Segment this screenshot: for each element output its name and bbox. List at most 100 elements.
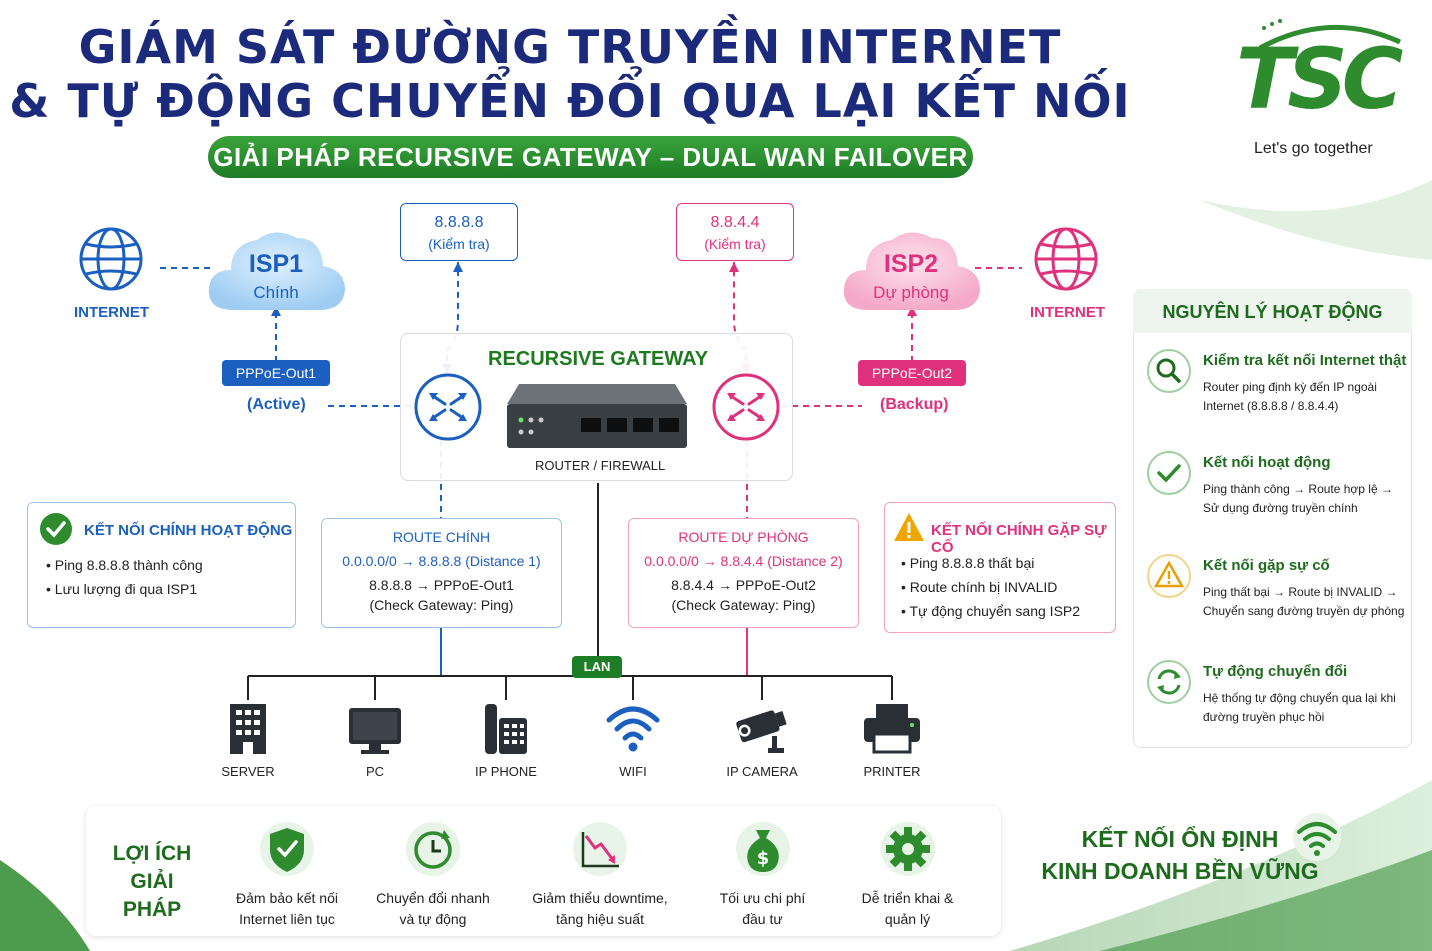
gear-icon [880, 822, 935, 876]
benefit-item: $ Tối ưu chi phí đầu tư [700, 820, 825, 930]
principle-item-desc: Router ping định kỳ đến IP ngoài Interne… [1203, 380, 1377, 413]
principle-item-title: Kết nối hoạt động [1203, 454, 1331, 471]
device-pc: PC [315, 700, 435, 779]
clock-arrow-icon [406, 822, 460, 876]
principle-item-title: Kiểm tra kết nối Internet thật [1203, 352, 1407, 369]
card-ok-title: KẾT NỐI CHÍNH HOẠT ĐỘNG [84, 522, 293, 539]
isp1-role: Chính [253, 283, 299, 302]
pppoe-out1-badge: PPPoE-Out1 [222, 360, 330, 386]
principle-item-title: Kết nối gặp sự cố [1203, 557, 1330, 574]
benefit-item: Chuyển đổi nhanh và tự động [368, 820, 498, 930]
slogan-line2: KINH DOANH BỀN VỮNG [1041, 858, 1319, 884]
route-main-line3: (Check Gateway: Ping) [369, 597, 514, 613]
check-ip-box-isp1: 8.8.8.8 (Kiểm tra) [400, 203, 518, 261]
isp2-name: ISP2 [883, 250, 939, 278]
benefits-title: LỢI ÍCH GIẢI PHÁP [100, 840, 204, 924]
gateway-device-label: ROUTER / FIREWALL [535, 458, 666, 473]
benefit-text: đầu tư [742, 911, 783, 927]
benefit-text: Chuyển đổi nhanh [376, 890, 490, 906]
money-bag-icon: $ [735, 822, 790, 876]
router-pink-icon [712, 373, 780, 441]
gateway-title: RECURSIVE GATEWAY [488, 348, 709, 370]
card-fail-item: Tự động chuyển sang ISP2 [901, 603, 1080, 619]
card-fail-item: Route chính bị INVALID [901, 579, 1080, 595]
card-ok-item: Lưu lượng đi qua ISP1 [46, 581, 203, 597]
device-ip-camera: IP CAMERA [702, 700, 822, 779]
card-connection-ok: KẾT NỐI CHÍNH HOẠT ĐỘNG Ping 8.8.8.8 thà… [27, 502, 296, 628]
check-ip-isp1: 8.8.8.8 [434, 214, 484, 231]
principle-item-title: Tự động chuyển đổi [1203, 663, 1348, 680]
check-ip-isp2: 8.8.4.4 [710, 214, 760, 231]
warning-outline-icon [1147, 554, 1191, 598]
benefit-text: Giảm thiểu downtime, [532, 890, 668, 906]
isp1-state: (Active) [247, 396, 306, 413]
device-label: PRINTER [863, 764, 921, 779]
subtitle-banner: GIẢI PHÁP RECURSIVE GATEWAY – DUAL WAN F… [208, 136, 973, 178]
page-title-line1: GIÁM SÁT ĐƯỜNG TRUYỀN INTERNET [78, 20, 1062, 74]
device-label: PC [365, 764, 385, 779]
ip-camera-icon [736, 710, 787, 753]
route-backup-box: ROUTE DỰ PHÒNG 0.0.0.0/0 → 8.8.4.4 (Dist… [628, 518, 859, 628]
isp2-role: Dự phòng [873, 283, 949, 302]
route-backup-title: ROUTE DỰ PHÒNG [678, 529, 809, 545]
server-icon [230, 704, 266, 754]
benefits-panel [86, 806, 1001, 936]
shield-check-icon [260, 822, 314, 876]
device-label: IP CAMERA [726, 764, 798, 779]
lan-badge: LAN [572, 656, 622, 678]
benefit-text: Internet liên tục [239, 911, 335, 927]
benefit-text: Dễ triển khai & [861, 890, 954, 906]
benefit-text: và tự động [399, 911, 467, 927]
internet-globe-icon-right [1034, 227, 1098, 291]
check-circle-icon [40, 513, 72, 545]
isp2-cloud-icon [843, 232, 980, 310]
downtrend-chart-icon [573, 822, 627, 876]
device-label: IP PHONE [475, 764, 537, 779]
principle-item-desc: Ping thành công → Route hợp lệ → Sử dụng… [1203, 482, 1393, 515]
device-server: SERVER [188, 700, 308, 779]
benefits-title-line2: GIẢI PHÁP [122, 870, 182, 921]
pc-monitor-icon [349, 708, 401, 754]
benefit-item: Giảm thiểu downtime, tăng hiệu suất [525, 820, 675, 930]
route-main-line1: 0.0.0.0/0 → 8.8.8.8 (Distance 1) [342, 553, 541, 569]
benefit-item: Dễ triển khai &quản lý [845, 820, 970, 930]
principle-title: NGUYÊN LÝ HOẠT ĐỘNG [1133, 289, 1412, 333]
printer-icon [864, 704, 920, 754]
logo-tagline: Let's go together [1254, 140, 1373, 157]
router-firewall-device-icon [507, 384, 687, 448]
route-backup-line2: 8.8.4.4 → PPPoE-Out2 [671, 577, 816, 593]
internet-label-right: INTERNET [1030, 304, 1105, 321]
refresh-icon [1147, 660, 1191, 704]
router-blue-icon [414, 373, 482, 441]
benefit-text: Tối ưu chi phí [719, 890, 806, 906]
principle-item-desc: Ping thất bại → Route bị INVALID → Chuyể… [1203, 585, 1405, 618]
logo-swoosh-icon [1258, 19, 1402, 51]
principle-item-desc: Hệ thống tự động chuyển qua lại khi đườn… [1203, 691, 1396, 724]
device-wifi: WIFI [573, 700, 693, 779]
page-title-line2: & TỰ ĐỘNG CHUYỂN ĐỔI QUA LẠI KẾT NỐI [9, 74, 1131, 128]
card-fail-title: KẾT NỐI CHÍNH GẶP SỰ CỐ [931, 522, 1107, 556]
isp1-name: ISP1 [248, 250, 304, 278]
isp2-state: (Backup) [880, 396, 949, 413]
search-icon [1147, 349, 1191, 393]
check-label-isp2: (Kiểm tra) [704, 236, 766, 252]
route-backup-line3: (Check Gateway: Ping) [671, 597, 816, 613]
logo-text: TSC [1236, 30, 1403, 128]
check-label-isp1: (Kiểm tra) [428, 236, 490, 252]
check-ip-box-isp2: 8.8.4.4 (Kiểm tra) [676, 203, 794, 261]
route-backup-line1: 0.0.0.0/0 → 8.8.4.4 (Distance 2) [644, 553, 843, 569]
svg-text:$: $ [756, 848, 769, 869]
slogan-line1: KẾT NỐI ỔN ĐỊNH [1081, 826, 1279, 852]
internet-label-left: INTERNET [74, 304, 149, 321]
device-printer: PRINTER [832, 700, 952, 779]
device-ip-phone: IP PHONE [446, 700, 566, 779]
benefits-title-line1: LỢI ÍCH [112, 842, 192, 865]
card-connection-fail: KẾT NỐI CHÍNH GẶP SỰ CỐ Ping 8.8.8.8 thấ… [884, 502, 1116, 633]
benefit-text: tăng hiệu suất [556, 911, 644, 927]
card-ok-item: Ping 8.8.8.8 thành công [46, 557, 203, 573]
route-main-title: ROUTE CHÍNH [392, 529, 491, 545]
wifi-icon [606, 706, 660, 752]
warning-icon [894, 513, 924, 541]
internet-globe-icon-left [79, 227, 143, 291]
device-label: WIFI [619, 764, 647, 779]
